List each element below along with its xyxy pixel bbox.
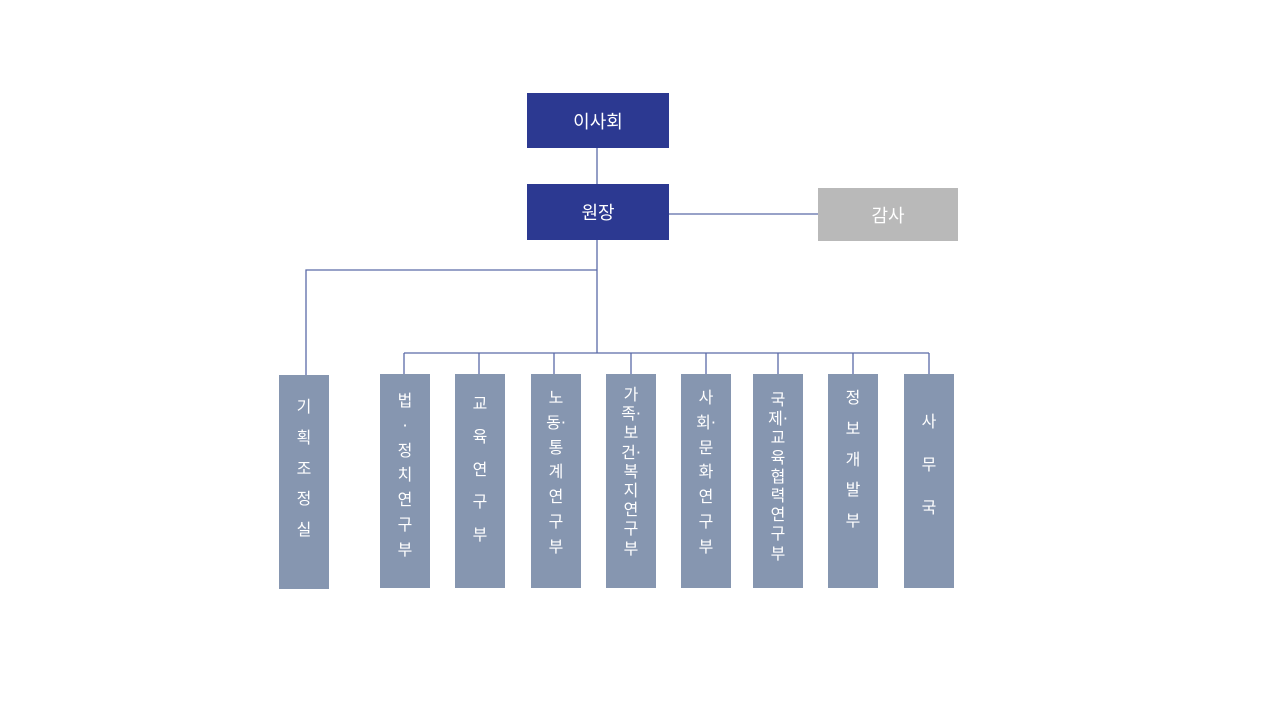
president-label: 원장 xyxy=(581,203,615,224)
dept-char: 구 xyxy=(698,511,714,531)
dept-char: 정 xyxy=(397,440,413,460)
dept-char: 구 xyxy=(472,492,488,512)
dept-char: 연 xyxy=(397,490,413,510)
dept-char: 발 xyxy=(845,480,861,500)
dept-char: 개 xyxy=(845,449,861,469)
dept-char: 무 xyxy=(921,454,937,474)
dept-char: 구 xyxy=(548,511,564,531)
dept-char: 육 xyxy=(472,426,488,446)
board-box: 이사회 xyxy=(527,93,669,148)
dept-char: 지 xyxy=(623,480,639,500)
dept-char: 획 xyxy=(296,427,312,447)
dept-char: 족· xyxy=(621,404,641,424)
dept-labor-statistics: 노 동· 통 계 연 구 부 xyxy=(531,374,581,588)
audit-label: 감사 xyxy=(871,205,905,227)
dept-char: 노 xyxy=(548,388,564,407)
dept-char: 연 xyxy=(623,500,639,520)
dept-education: 교 육 연 구 부 xyxy=(455,374,505,588)
dept-char: 계 xyxy=(548,462,564,482)
dept-char: 연 xyxy=(548,487,564,507)
dept-char: 동· xyxy=(546,412,566,432)
dept-char: 부 xyxy=(397,539,413,559)
dept-char: 제· xyxy=(768,409,788,429)
dept-char: 조 xyxy=(296,458,312,478)
dept-char: 치 xyxy=(397,465,413,485)
dept-char: 연 xyxy=(770,505,786,525)
dept-char: 보 xyxy=(845,418,861,438)
dept-char: 연 xyxy=(698,487,714,507)
dept-char: 문 xyxy=(698,437,714,457)
dept-char: 회· xyxy=(696,412,716,432)
dept-char: 국 xyxy=(770,390,786,409)
dept-char: 교 xyxy=(472,394,488,413)
line-planning-branch xyxy=(305,269,597,375)
dept-char: 부 xyxy=(623,538,639,558)
dept-intl-education-coop: 국 제· 교 육 협 력 연 구 부 xyxy=(753,374,803,588)
dept-secretariat: 사 무 국 xyxy=(904,374,954,588)
dept-char: 법 xyxy=(397,391,413,410)
dept-char: 보 xyxy=(623,423,639,443)
dept-char: 복 xyxy=(623,461,639,481)
board-label: 이사회 xyxy=(573,111,623,133)
dept-family-health-welfare: 가 족· 보 건· 복 지 연 구 부 xyxy=(606,374,656,588)
dept-char: 가 xyxy=(623,385,639,404)
dept-char: 구 xyxy=(770,524,786,544)
dept-planning: 기 획 조 정 실 xyxy=(279,375,329,589)
dept-char: 구 xyxy=(397,514,413,534)
dept-char: 기 xyxy=(296,397,312,416)
dept-char: 부 xyxy=(770,543,786,563)
dept-char: 통 xyxy=(548,437,564,457)
dept-char: 연 xyxy=(472,459,488,479)
president-box: 원장 xyxy=(527,184,669,240)
dept-char: 건· xyxy=(621,442,641,462)
dept-char: 력 xyxy=(770,485,786,505)
dept-char: 사 xyxy=(921,412,937,431)
dept-char: · xyxy=(402,415,408,435)
dept-char: 부 xyxy=(472,525,488,545)
dept-char: 정 xyxy=(845,388,861,407)
dept-char: 협 xyxy=(770,466,786,486)
dept-char: 화 xyxy=(698,462,714,482)
dept-char: 부 xyxy=(698,536,714,556)
dept-information-dev: 정 보 개 발 부 xyxy=(828,374,878,588)
dept-char: 국 xyxy=(921,497,937,517)
dept-char: 정 xyxy=(296,489,312,509)
dept-char: 교 xyxy=(770,428,786,448)
dept-law-politics: 법 · 정 치 연 구 부 xyxy=(380,374,430,588)
audit-box: 감사 xyxy=(818,188,958,241)
dept-char: 사 xyxy=(698,388,714,407)
dept-char: 부 xyxy=(548,536,564,556)
dept-char: 실 xyxy=(296,520,312,540)
dept-char: 구 xyxy=(623,519,639,539)
dept-char: 부 xyxy=(845,511,861,531)
dept-society-culture: 사 회· 문 화 연 구 부 xyxy=(681,374,731,588)
dept-char: 육 xyxy=(770,447,786,467)
